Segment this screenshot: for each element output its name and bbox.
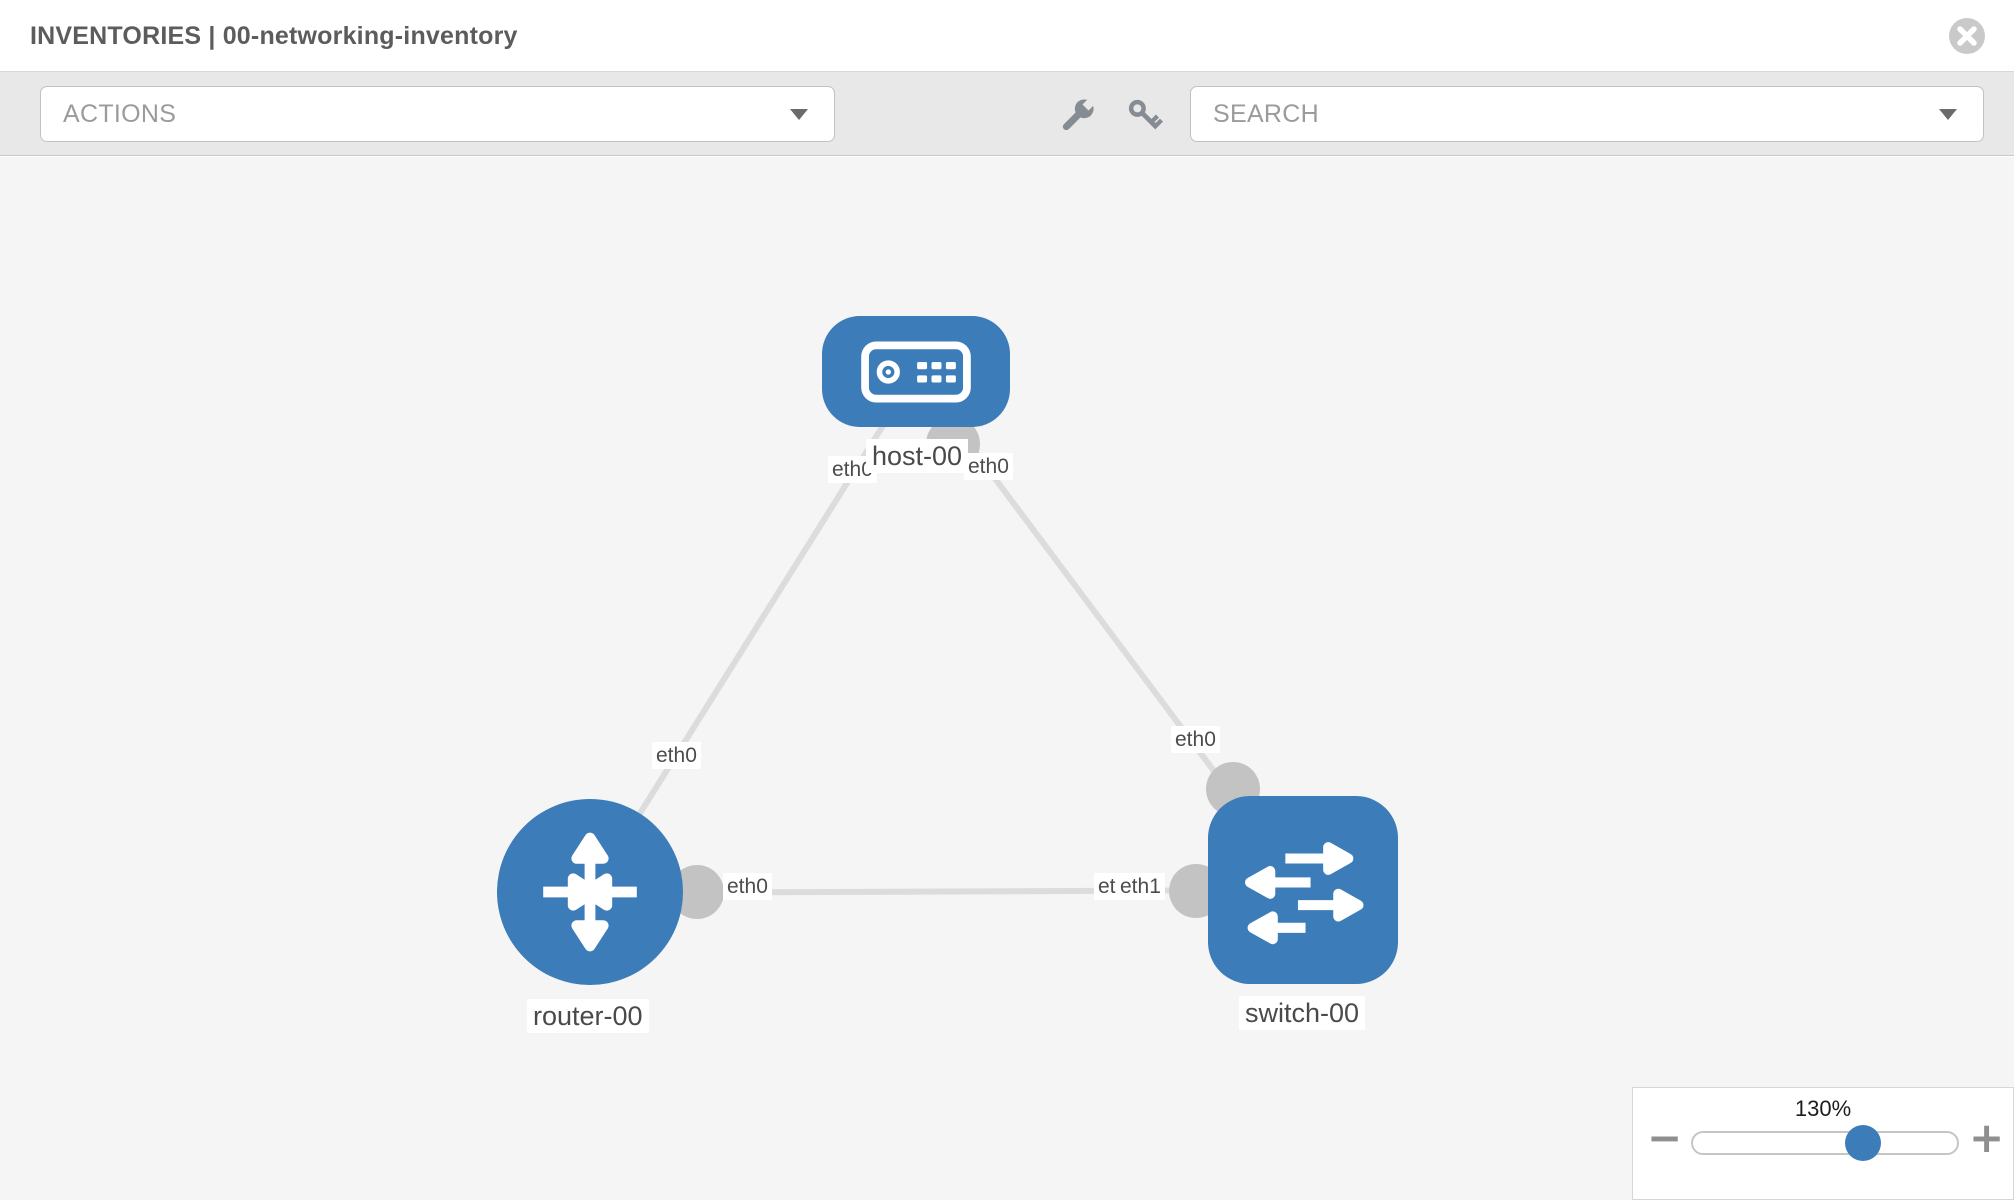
wrench-icon [1062,95,1097,130]
host-icon [861,341,971,402]
node-label-router-00: router-00 [527,999,649,1033]
close-icon [1949,18,1985,54]
actions-dropdown-label: ACTIONS [63,99,177,128]
node-router-00[interactable] [497,799,683,985]
node-host-00[interactable] [822,316,1010,427]
zoom-in-button[interactable]: + [1969,1113,2005,1162]
configure-button[interactable] [1056,94,1100,138]
router-icon [543,832,637,952]
search-dropdown[interactable]: SEARCH [1190,86,1984,142]
search-dropdown-label: SEARCH [1213,99,1319,128]
switch-icon [1245,842,1364,945]
zoom-slider-track[interactable] [1691,1131,1959,1155]
topology-links-layer [587,371,1306,919]
topology-canvas[interactable]: eth0 eth0 eth0 eth0 eth0 eth0 eth1 host-… [0,157,2014,1200]
zoom-slider-thumb[interactable] [1845,1125,1881,1161]
interface-label: eth0 [652,742,701,769]
zoom-control-panel: 130% − + [1632,1087,2014,1200]
key-button[interactable] [1122,94,1166,138]
node-switch-00[interactable] [1208,796,1398,984]
panel-header: INVENTORIES | 00-networking-inventory [0,0,2014,72]
toolbar: ACTIONS SEARCH [0,72,2014,156]
chevron-down-icon [1939,108,1957,120]
page-title: INVENTORIES | 00-networking-inventory [30,21,518,50]
close-button[interactable] [1948,17,1986,55]
chevron-down-icon [790,108,808,120]
interface-label: eth0 [828,456,877,483]
interface-connector[interactable] [670,865,724,919]
interface-label: eth0 [723,873,772,900]
key-icon [1128,99,1164,129]
interface-label: eth1 [1116,873,1165,900]
zoom-level-value: 130% [1794,1096,1852,1121]
node-label-switch-00: switch-00 [1239,996,1366,1030]
actions-dropdown[interactable]: ACTIONS [40,86,835,142]
interface-label: eth0 [964,453,1013,480]
interface-label: eth0 [1171,726,1220,753]
zoom-out-button[interactable]: − [1647,1113,1683,1162]
node-label-host-00: host-00 [866,439,969,473]
